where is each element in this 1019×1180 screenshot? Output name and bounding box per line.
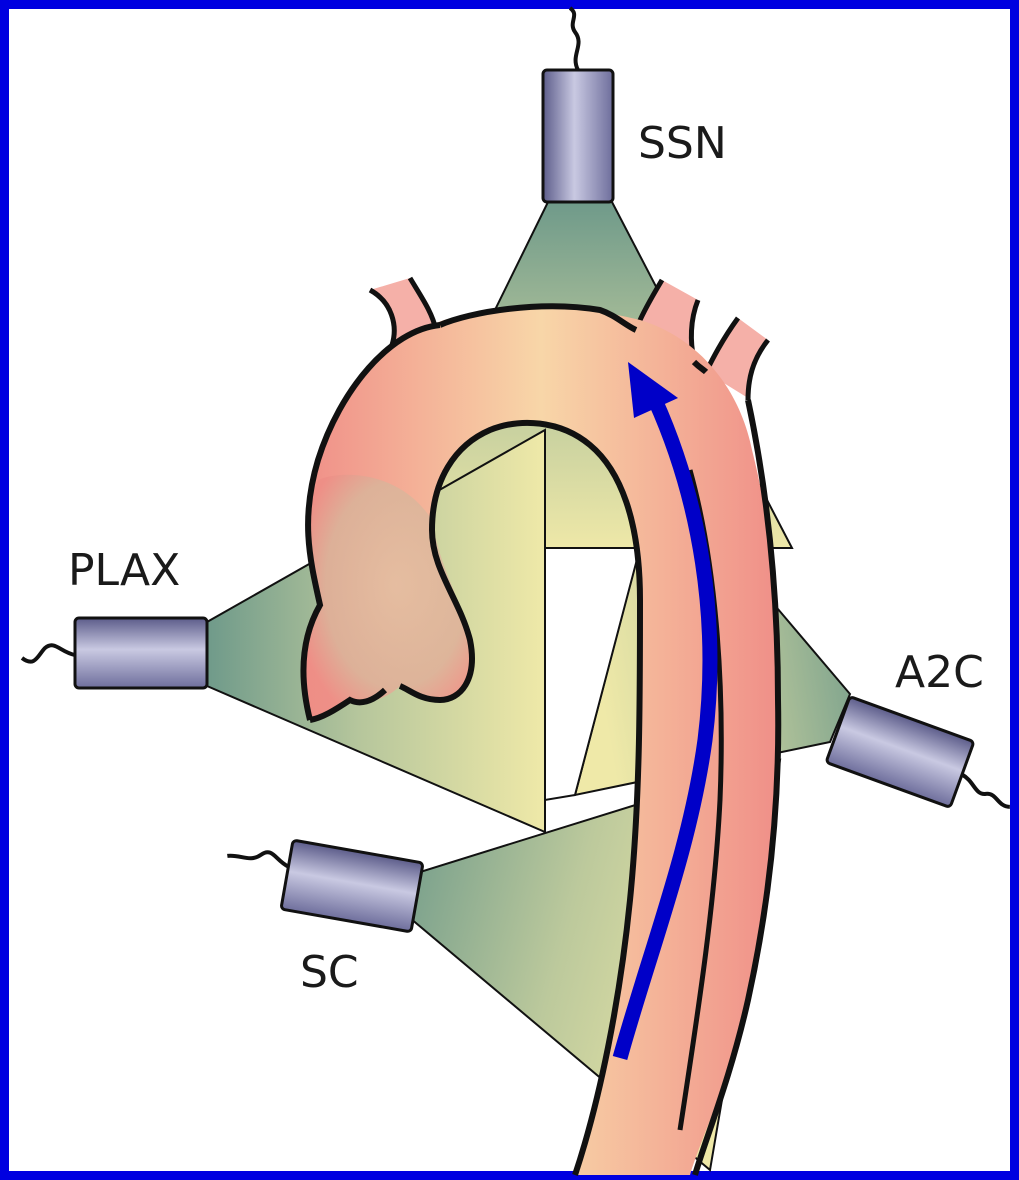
plax-cable [22, 645, 75, 661]
ultrasound-transducer-icon [75, 618, 207, 688]
ssn-label: SSN [638, 118, 727, 169]
ultrasound-transducer-icon [281, 840, 423, 932]
a2c-probe [826, 697, 1019, 827]
sc-cable [227, 845, 290, 866]
sc-label: SC [300, 947, 359, 998]
a2c-label: A2C [895, 647, 984, 698]
plax-probe [22, 618, 207, 688]
ultrasound-transducer-icon [826, 697, 974, 808]
ssn-probe [543, 8, 613, 202]
sc-probe [220, 829, 423, 932]
a2c-cable [957, 775, 1015, 808]
ssn-cable [570, 8, 579, 70]
ultrasound-transducer-icon [543, 70, 613, 202]
plax-label: PLAX [68, 545, 180, 596]
